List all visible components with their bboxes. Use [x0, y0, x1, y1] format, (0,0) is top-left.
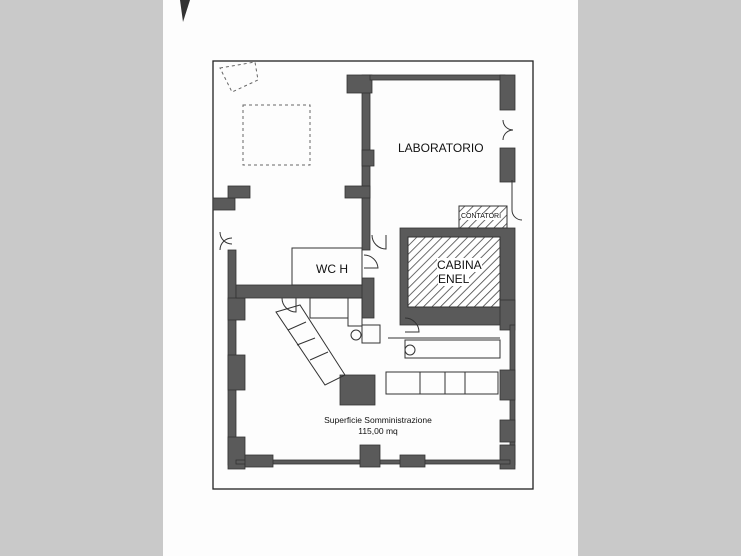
doors	[219, 119, 523, 333]
room-label-wc: WC H	[316, 262, 348, 276]
room-label-enel: ENEL	[438, 272, 470, 286]
drawing-frame	[212, 60, 534, 490]
room-label-laboratorio: LABORATORIO	[398, 141, 484, 155]
smudged-stamp	[219, 61, 311, 166]
area-size: 115,00 mq	[358, 426, 398, 436]
area-label: Superficie Somministrazione 115,00 mq	[313, 415, 443, 437]
room-label-contatori: CONTATORI	[461, 213, 502, 220]
scan-mark	[180, 0, 190, 22]
fixtures	[275, 180, 513, 395]
area-name: Superficie Somministrazione	[324, 415, 432, 425]
room-label-cabina: CABINA	[437, 258, 482, 272]
